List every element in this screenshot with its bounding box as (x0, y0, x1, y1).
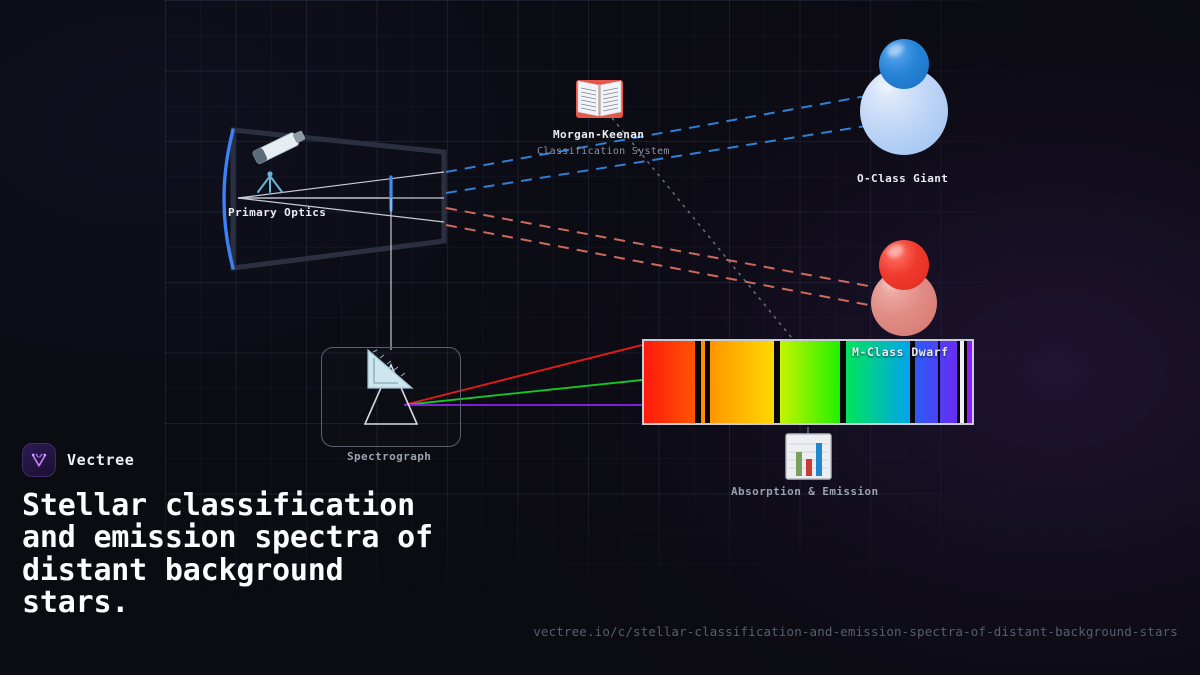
reference-label: Morgan-Keenan (553, 128, 645, 141)
green-cyan-band (845, 341, 912, 423)
absorption-line-3 (773, 341, 781, 423)
logo-row: Vectree (22, 443, 462, 477)
yellow-green-band (780, 341, 841, 423)
footer-branding: Vectree Stellar classification and emiss… (22, 443, 462, 620)
analysis-label: Absorption & Emission (731, 485, 879, 498)
o-class-giant-core (879, 39, 929, 89)
absorption-line-6 (937, 341, 940, 423)
m-class-dwarf-core (879, 240, 929, 290)
reference-sublabel: Classification System (537, 146, 670, 157)
brand-name: Vectree (67, 451, 135, 469)
blue-band (914, 341, 958, 423)
absorption-line-1 (694, 341, 701, 423)
vectree-v-logo-icon (31, 453, 47, 467)
absorption-line-4 (840, 341, 846, 423)
spectrograph-container[interactable] (321, 347, 461, 447)
m-class-dwarf-spectrum-label: M-Class Dwarf (852, 345, 949, 359)
stellar-spectrum-bar[interactable] (642, 339, 974, 425)
page-title: Stellar classification and emission spec… (22, 488, 433, 621)
spectrograph-label: Spectrograph (347, 450, 432, 463)
o-class-giant-label: O-Class Giant (857, 172, 949, 185)
emission-line-1 (959, 341, 964, 423)
absorption-line-2 (704, 341, 710, 423)
source-url: vectree.io/c/stellar-classification-and-… (533, 624, 1178, 639)
primary-optics-label: Primary Optics (228, 206, 327, 219)
violet-band (967, 341, 972, 423)
vectree-logo-badge[interactable] (22, 443, 56, 477)
orange-band (701, 341, 774, 423)
red-band (644, 341, 695, 423)
absorption-line-5 (910, 341, 916, 423)
